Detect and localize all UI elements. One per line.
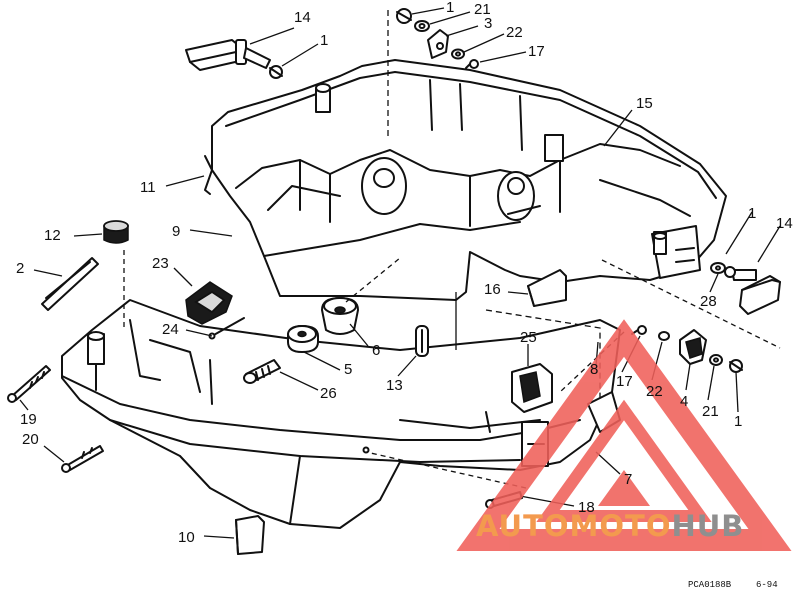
footer-date: 6-94 <box>756 580 778 590</box>
callout-5: 5 <box>344 361 353 378</box>
callout-19: 19 <box>20 411 37 428</box>
grommet-12 <box>103 220 129 244</box>
callout-8: 8 <box>590 361 599 378</box>
callout-11: 11 <box>140 179 156 196</box>
upper-cover-part <box>204 59 727 301</box>
callout-4: 4 <box>680 393 689 410</box>
callout-12: 12 <box>44 227 61 244</box>
watermark-brand-part2: HUB <box>671 509 745 543</box>
grommet-23 <box>185 281 233 325</box>
watermark-brand-part1: AUTOMOTO <box>476 509 672 543</box>
callout-25: 25 <box>520 329 537 346</box>
callout-6: 6 <box>372 342 381 359</box>
callout-24: 24 <box>162 321 179 338</box>
callout-1-bracket: 1 <box>748 205 757 222</box>
watermark-brand: AUTOMOTOHUB <box>476 512 744 541</box>
callout-7: 7 <box>624 471 633 488</box>
callout-14-right: 14 <box>776 215 793 232</box>
callout-21-right: 21 <box>702 403 719 420</box>
callout-17-right: 17 <box>616 373 633 390</box>
callout-3: 3 <box>484 15 493 32</box>
callout-13: 13 <box>386 377 403 394</box>
callout-1-right: 1 <box>734 413 743 430</box>
bracket-4 <box>679 329 707 365</box>
callout-15: 15 <box>636 95 653 112</box>
callout-26: 26 <box>320 385 337 402</box>
callout-2: 2 <box>16 260 25 277</box>
callout-28: 28 <box>700 293 717 310</box>
footer-code: PCA0188B <box>688 580 732 590</box>
callout-22-top: 22 <box>506 24 523 41</box>
plug-6 <box>321 297 359 335</box>
callout-9: 9 <box>172 223 181 240</box>
callout-21-top: 21 <box>474 1 491 18</box>
handle-14-top <box>185 39 271 71</box>
callout-18: 18 <box>578 499 595 516</box>
callout-23: 23 <box>152 255 169 272</box>
callout-1-handle: 1 <box>320 32 329 49</box>
handle-14-right <box>731 269 781 315</box>
callout-14-top: 14 <box>294 9 311 26</box>
callout-22-right: 22 <box>646 383 663 400</box>
warning-triangle-logo <box>456 319 792 551</box>
callout-1-top: 1 <box>446 0 455 16</box>
washer-5 <box>287 325 319 353</box>
callout-16: 16 <box>484 281 501 298</box>
block-25 <box>511 363 553 413</box>
callout-10: 10 <box>178 529 195 546</box>
callout-17-top: 17 <box>528 43 545 60</box>
callout-20: 20 <box>22 431 39 448</box>
